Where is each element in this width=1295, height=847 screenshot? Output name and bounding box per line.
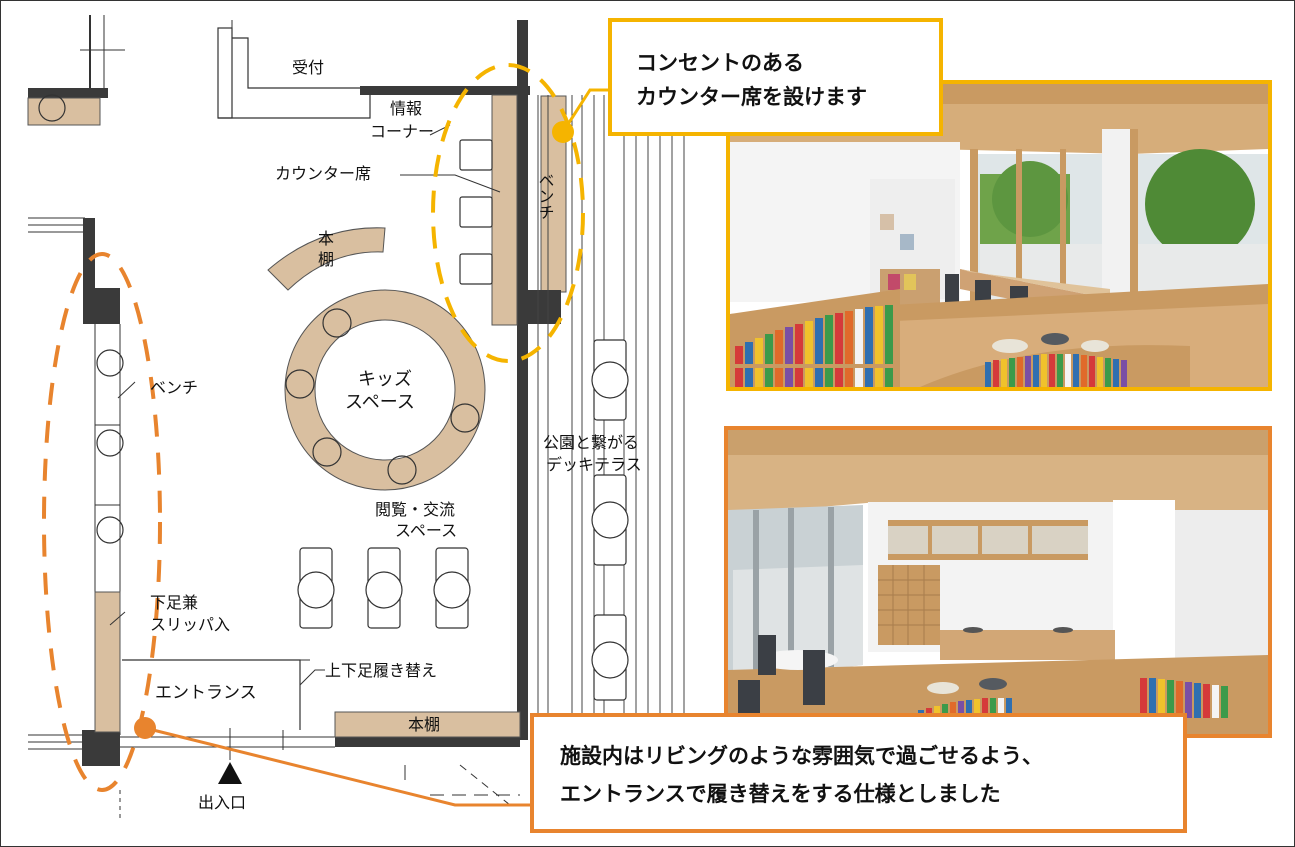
marker-top (552, 121, 574, 143)
label-entrance: エントランス (155, 683, 257, 703)
bench-left (95, 349, 124, 544)
label-counter-seat: カウンター席 (275, 164, 371, 183)
wall-right (517, 20, 528, 740)
label-reception: 受付 (292, 58, 324, 77)
label-info-corner-1: 情報 (390, 99, 422, 118)
callout-entrance-line1: 施設内はリビングのような雰囲気で過ごせるよう、 (560, 744, 1043, 768)
bottom-wall (28, 711, 521, 820)
wall-top (360, 86, 530, 95)
kids-space-ring (284, 289, 486, 491)
label-shoe-2: スリッパ入 (150, 615, 230, 634)
deck-seats (591, 339, 629, 701)
label-reading-1: 閲覧・交流 (375, 500, 455, 519)
reading-chairs (297, 547, 471, 629)
label-reading-2: スペース (395, 521, 457, 540)
label-bench-right: ベンチ (536, 172, 555, 220)
callout-entrance: 施設内はリビングのような雰囲気で過ごせるよう、 エントランスで履き替えをする仕様… (530, 713, 1187, 833)
label-kids-2: スペース (345, 392, 415, 413)
label-bookshelf-curve-1: 本 (318, 229, 334, 248)
reception-counter (217, 20, 480, 119)
label-kids-1: キッズ (358, 369, 412, 390)
connector-bottom (144, 726, 540, 807)
marker-bottom (134, 717, 156, 739)
highlight-counter-area (431, 63, 585, 363)
shoe-rack (94, 591, 121, 733)
label-bench-left: ベンチ (150, 378, 198, 397)
column-right (527, 290, 561, 324)
callout-counter: コンセントのある カウンター席を設けます (608, 18, 943, 136)
label-deck-2: デッキテラス (546, 455, 642, 474)
exit-arrow (218, 762, 242, 784)
label-deck-1: 公園と繋がる (543, 433, 639, 452)
label-shoe-1: 下足兼 (150, 593, 198, 612)
callout-counter-line1: コンセントのある (636, 51, 804, 75)
callout-entrance-line2: エントランスで履き替えをする仕様としました (560, 782, 1001, 806)
label-change-shoes: 上下足履き替え (325, 661, 437, 680)
label-bookshelf-bottom: 本棚 (408, 715, 440, 734)
label-bookshelf-curve-2: 棚 (318, 250, 334, 269)
top-left-room (27, 15, 125, 126)
render-entrance-living (724, 426, 1272, 738)
label-info-corner-2: コーナー (370, 122, 434, 141)
label-exit: 出入口 (198, 793, 246, 812)
counter-seats (459, 94, 518, 326)
highlight-entrance-area (42, 252, 162, 792)
callout-counter-line2: カウンター席を設けます (636, 85, 867, 109)
connector-top (561, 88, 612, 133)
curved-bookshelf (267, 227, 386, 291)
